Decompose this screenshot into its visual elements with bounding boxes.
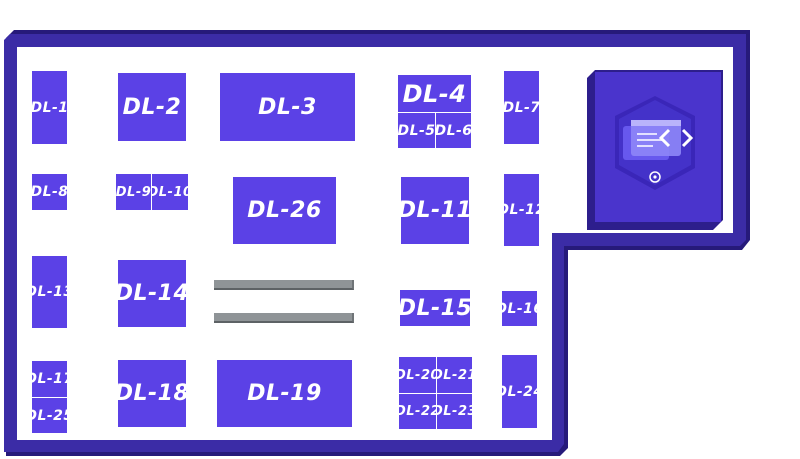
booth-dl-25[interactable]: DL-25 xyxy=(32,397,67,433)
code-window-hexagon-icon xyxy=(587,70,723,230)
booth-dl-22[interactable]: DL-22 xyxy=(399,393,436,429)
booth-dl-12[interactable]: DL-12 xyxy=(504,174,539,246)
floor-area xyxy=(17,47,733,440)
sponsor-stand[interactable] xyxy=(587,70,723,232)
booth-dl-20[interactable]: DL-20 xyxy=(399,357,436,393)
booth-dl-10[interactable]: DL-10 xyxy=(151,174,188,210)
booth-dl-5[interactable]: DL-5 xyxy=(398,112,435,148)
booth-dl-16[interactable]: DL-16 xyxy=(502,291,537,326)
booth-dl-1[interactable]: DL-1 xyxy=(32,71,67,144)
booth-dl-4[interactable]: DL-4 xyxy=(398,75,471,112)
booth-dl-13[interactable]: DL-13 xyxy=(32,256,67,328)
bench-bottom xyxy=(214,313,354,323)
booth-dl-14[interactable]: DL-14 xyxy=(118,260,186,327)
booth-dl-26[interactable]: DL-26 xyxy=(233,177,336,244)
booth-dl-7[interactable]: DL-7 xyxy=(504,71,539,144)
bench-top xyxy=(214,280,354,290)
booth-dl-19[interactable]: DL-19 xyxy=(217,360,352,427)
booth-dl-17[interactable]: DL-17 xyxy=(32,361,67,397)
booth-dl-21[interactable]: DL-21 xyxy=(436,357,472,393)
booth-dl-8[interactable]: DL-8 xyxy=(32,174,67,210)
booth-dl-23[interactable]: DL-23 xyxy=(436,393,472,429)
booth-dl-9[interactable]: DL-9 xyxy=(116,174,151,210)
booth-dl-3[interactable]: DL-3 xyxy=(220,73,355,141)
booth-dl-24[interactable]: DL-24 xyxy=(502,355,537,428)
booth-dl-2[interactable]: DL-2 xyxy=(118,73,186,141)
booth-dl-11[interactable]: DL-11 xyxy=(401,177,469,244)
booth-dl-18[interactable]: DL-18 xyxy=(118,360,186,427)
booth-dl-15[interactable]: DL-15 xyxy=(400,290,470,326)
booth-dl-6[interactable]: DL-6 xyxy=(435,112,471,148)
